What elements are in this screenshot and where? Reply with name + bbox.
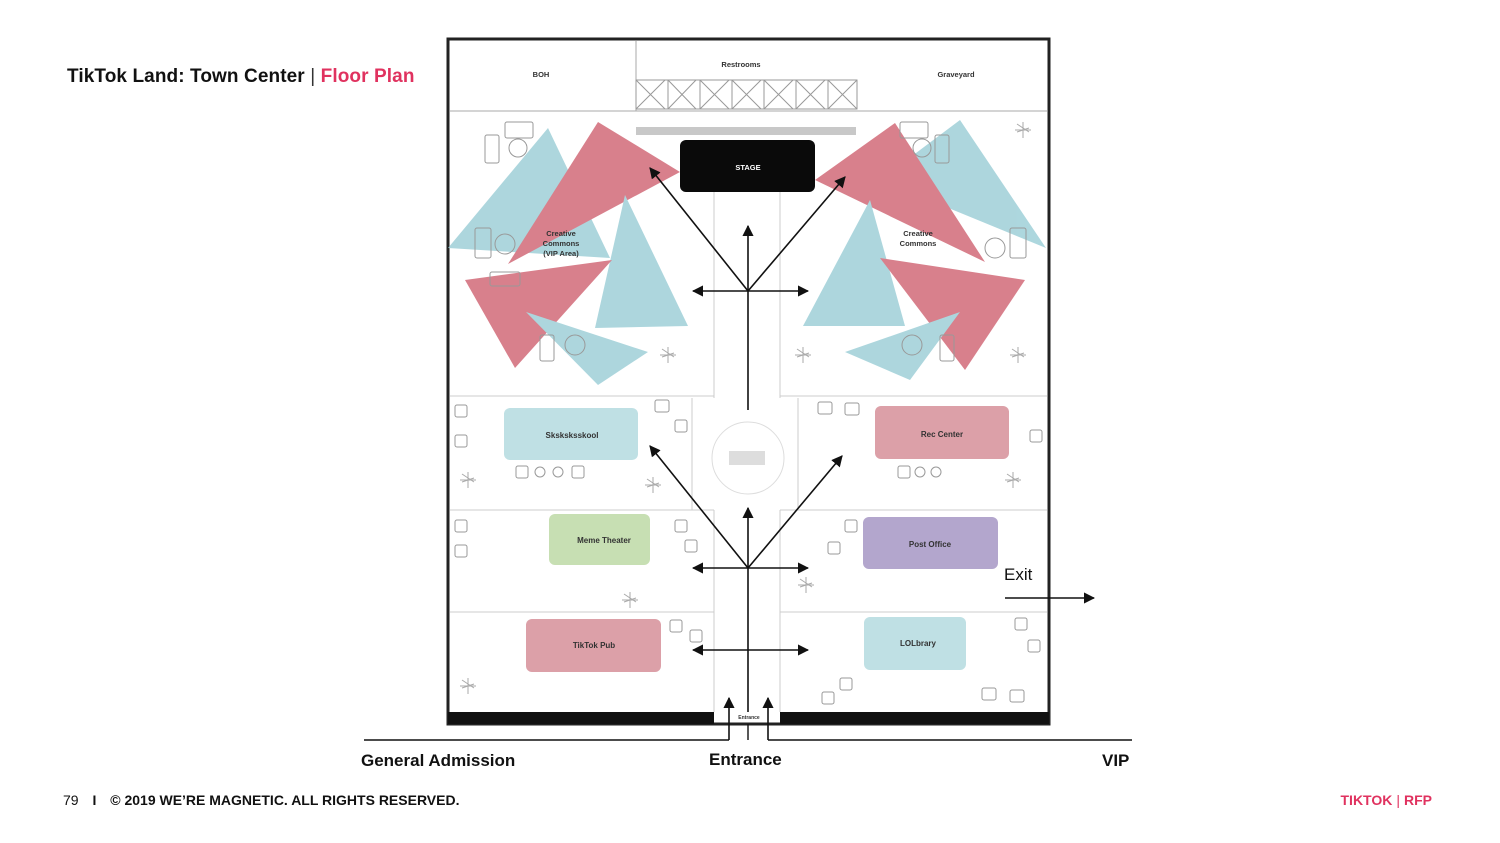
svg-text:Commons: Commons — [900, 239, 937, 248]
center-fountain — [711, 421, 785, 495]
exit-label: Exit — [1004, 565, 1033, 584]
room-rec-center: Rec Center — [875, 406, 1009, 459]
svg-text:Commons: Commons — [543, 239, 580, 248]
general-admission-label: General Admission — [361, 751, 516, 770]
right-cone-cluster — [803, 120, 1046, 380]
bottom-wall-right — [780, 712, 1049, 724]
cone-blue — [880, 120, 1046, 248]
title-accent: Floor Plan — [320, 66, 415, 87]
stage-block — [680, 140, 815, 192]
top-rooms-row: BOH Restrooms Graveyard — [450, 41, 1047, 112]
svg-text:Sksksksskool: Sksksksskool — [546, 431, 599, 440]
svg-text:Creative: Creative — [546, 229, 576, 238]
footer-right: TIKTOK|RFP — [1341, 792, 1433, 808]
page-title: TikTok Land: Town Center | Floor Plan — [67, 66, 415, 88]
copyright-text: © 2019 WE’RE MAGNETIC. ALL RIGHTS RESERV… — [110, 792, 460, 808]
room-meme-theater: Meme Theater — [549, 514, 650, 565]
cone-red — [465, 260, 612, 368]
flow-arrows — [649, 167, 1096, 740]
boh-label: BOH — [533, 70, 550, 79]
title-separator: | — [310, 66, 316, 87]
admission-line — [364, 724, 1132, 741]
page-number: 79 — [63, 792, 79, 808]
furniture — [454, 121, 1043, 705]
cone-blue — [526, 312, 648, 385]
svg-text:TikTok Pub: TikTok Pub — [573, 641, 615, 650]
cone-red — [508, 122, 680, 264]
restrooms-label: Restrooms — [721, 60, 760, 69]
entrance-label: Entrance — [709, 750, 782, 769]
commons-label: Creative Commons — [900, 229, 937, 248]
graveyard-label: Graveyard — [937, 70, 975, 79]
svg-text:Post Office: Post Office — [909, 540, 952, 549]
vip-label: VIP — [1102, 751, 1130, 770]
room-post-office: Post Office — [863, 517, 998, 569]
footer-bar: I — [92, 792, 97, 808]
restroom-stalls — [635, 79, 858, 110]
cone-red — [880, 258, 1025, 370]
svg-text:LOLbrary: LOLbrary — [900, 639, 937, 648]
svg-text:Rec Center: Rec Center — [921, 430, 963, 439]
cone-blue — [595, 195, 688, 328]
stage-label: STAGE — [735, 163, 760, 172]
doc-text: RFP — [1404, 792, 1432, 808]
vip-commons-label: Creative Commons (VIP Area) — [543, 229, 580, 258]
cone-blue — [803, 200, 905, 326]
entrance-small-label: Entrance — [738, 715, 760, 721]
title-main: TikTok Land: Town Center — [67, 66, 305, 87]
svg-text:Meme Theater: Meme Theater — [577, 536, 631, 545]
room-lolbrary: LOLbrary — [864, 617, 966, 670]
aisle-walls — [450, 192, 1047, 712]
room-tiktok-pub: TikTok Pub — [526, 619, 661, 672]
svg-text:(VIP Area): (VIP Area) — [543, 249, 579, 258]
brand-separator: | — [1396, 792, 1400, 808]
brand-text: TIKTOK — [1340, 792, 1393, 808]
room-sksksk: Sksksksskool — [504, 408, 638, 460]
left-cone-cluster — [448, 122, 688, 385]
stage-riser — [636, 127, 856, 135]
center-plinth — [729, 451, 765, 465]
cone-red — [815, 123, 985, 262]
svg-text:Creative: Creative — [903, 229, 933, 238]
footer-left: 79 I © 2019 WE’RE MAGNETIC. ALL RIGHTS R… — [63, 792, 459, 808]
plants — [460, 122, 1031, 694]
bottom-wall-left — [448, 712, 714, 724]
